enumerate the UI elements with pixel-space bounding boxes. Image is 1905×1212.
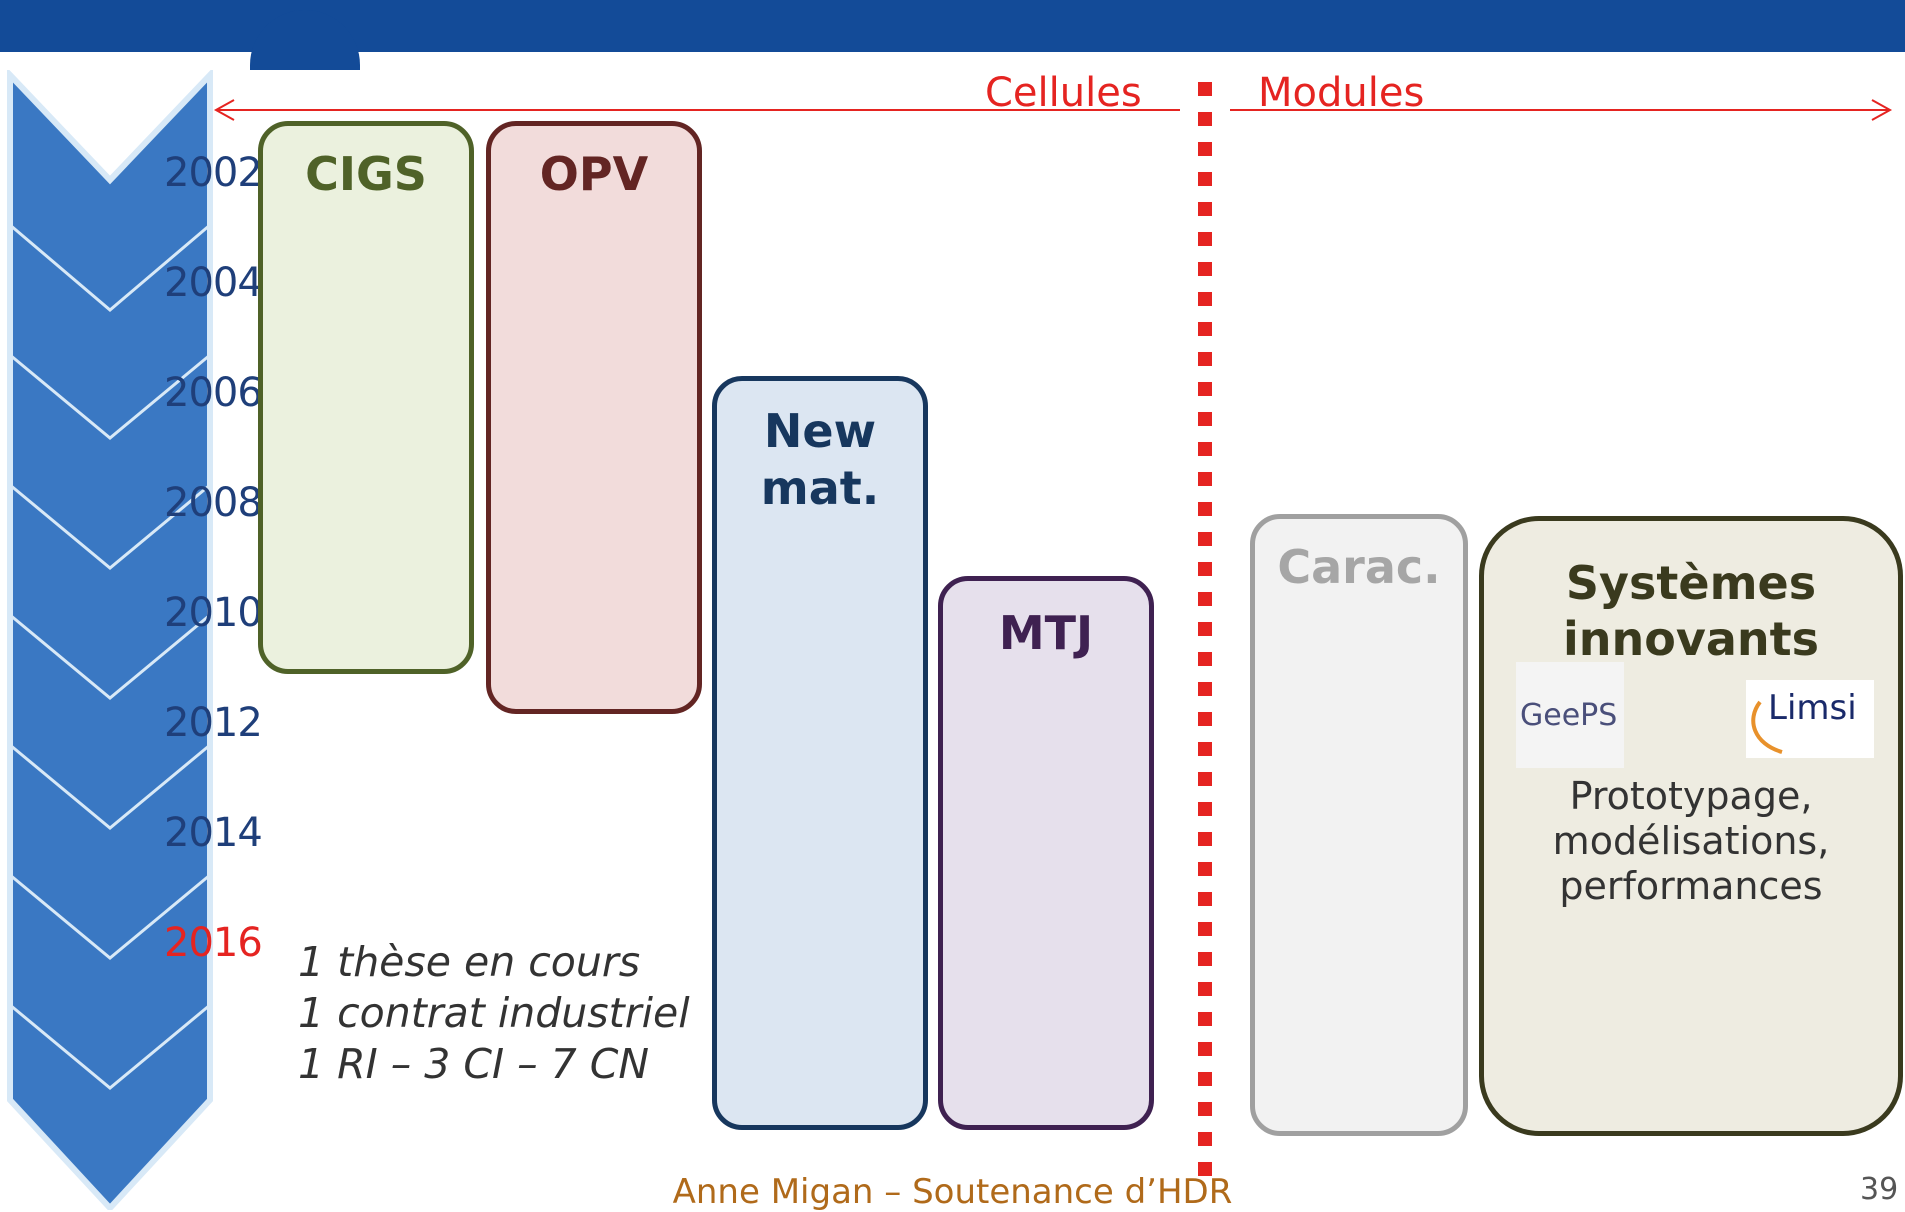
opv-box: OPV	[486, 121, 702, 714]
newmat-title-line1: New	[763, 404, 877, 458]
note-line-2: 1 contrat industriel	[298, 989, 690, 1037]
footer-text: Anne Migan – Soutenance d’HDR	[672, 1172, 1233, 1212]
year-label: 2010	[164, 590, 263, 636]
cigs-box: CIGS	[258, 121, 474, 674]
newmat-title-line2: mat.	[760, 461, 880, 515]
systemes-title-line2: innovants	[1562, 612, 1819, 666]
systemes-innovants-box: Systèmes innovants Prototypage, modélisa…	[1479, 516, 1903, 1136]
systemes-title-line1: Systèmes	[1565, 556, 1817, 610]
new-materials-box: New mat.	[712, 376, 928, 1130]
limsi-logo-text: Limsi	[1768, 688, 1857, 728]
systemes-body-line1: Prototypage,	[1569, 774, 1813, 818]
mtj-box: MTJ	[938, 576, 1154, 1130]
year-label: 2008	[164, 480, 263, 526]
year-label: 2004	[164, 260, 263, 306]
cigs-title: CIGS	[305, 147, 427, 201]
year-label: 2012	[164, 700, 263, 746]
geeps-logo: GeePS	[1516, 662, 1624, 768]
geeps-logo-text: GeePS	[1520, 698, 1618, 733]
page-number: 39	[1860, 1172, 1899, 1207]
note-line-1: 1 thèse en cours	[298, 938, 641, 986]
year-label: 2002	[164, 150, 263, 196]
year-label: 2006	[164, 370, 263, 416]
cellules-label: Cellules	[985, 70, 1142, 116]
limsi-logo: Limsi	[1746, 680, 1874, 758]
carac-box: Carac.	[1250, 514, 1468, 1136]
note-line-3: 1 RI – 3 CI – 7 CN	[298, 1040, 650, 1088]
carac-title: Carac.	[1277, 540, 1441, 594]
year-label-current: 2016	[164, 920, 263, 966]
opv-title: OPV	[539, 147, 649, 201]
timeline-arrow	[7, 70, 213, 1210]
modules-label: Modules	[1258, 70, 1425, 116]
mtj-title: MTJ	[998, 606, 1094, 660]
year-label: 2014	[164, 810, 263, 856]
systemes-body-line3: performances	[1559, 864, 1823, 908]
systemes-body-line2: modélisations,	[1552, 819, 1830, 863]
limsi-swoosh-icon	[1751, 700, 1783, 754]
